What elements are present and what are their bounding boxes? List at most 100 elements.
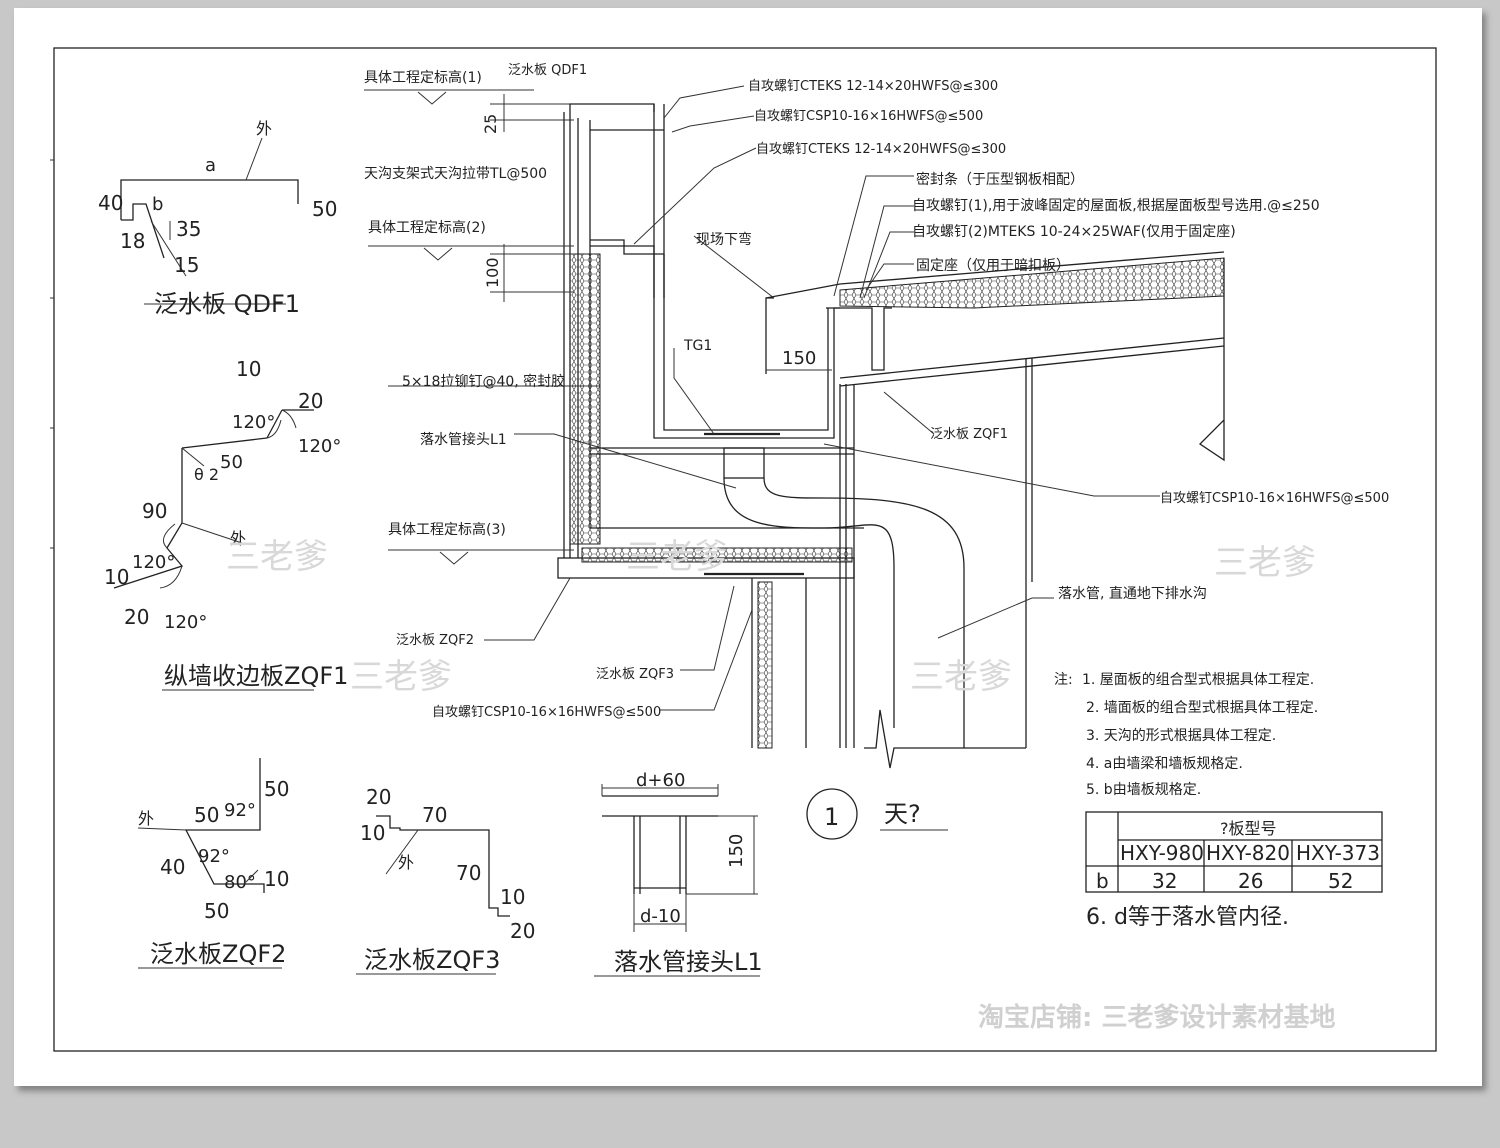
table-col-1: HXY-980 bbox=[1120, 841, 1204, 865]
label-rivet: 5×18拉铆钉@40, 密封胶 bbox=[402, 373, 565, 390]
notes-prefix: 注: bbox=[1054, 672, 1073, 688]
label-elevation-3: 具体工程定标高(3) bbox=[388, 521, 506, 538]
table-header: ?板型号 bbox=[1220, 819, 1277, 838]
zqf1-angle-120c: 120° bbox=[132, 552, 175, 573]
label-screw-5: 自攻螺钉CSP10-16×16HWFS@≤500 bbox=[432, 705, 661, 720]
label-zqf3-tag: 泛水板 ZQF3 bbox=[596, 667, 674, 682]
watermark-3: 三老爹 bbox=[626, 537, 728, 577]
label-screw-b: 自攻螺钉(2)MTEKS 10-24×25WAF(仅用于固定座) bbox=[912, 224, 1236, 240]
zqf2-dim-50a: 50 bbox=[194, 803, 219, 827]
note-2: 2. 墙面板的组合型式根据具体工程定. bbox=[1086, 700, 1318, 716]
label-site-bend: 现场下弯 bbox=[696, 231, 752, 248]
qdf1-dim-a: a bbox=[205, 155, 216, 176]
zqf1-theta: θ 2 bbox=[194, 465, 219, 484]
main-section: 25 100 bbox=[364, 63, 1389, 840]
dim-150: 150 bbox=[782, 348, 816, 369]
zqf3-profile: 20 10 70 外 70 10 20 泛水板ZQF3 bbox=[356, 785, 535, 975]
zqf1-outer-label: 外 bbox=[230, 529, 246, 548]
zqf1-dim-20b: 20 bbox=[124, 605, 149, 629]
dim-25: 25 bbox=[481, 114, 500, 134]
label-screw-3: 自攻螺钉CTEKS 12-14×20HWFS@≤300 bbox=[756, 142, 1006, 157]
zqf1-title: 纵墙收边板ZQF1 bbox=[164, 662, 348, 690]
note-5: 5. b由墙板规格定. bbox=[1086, 782, 1201, 798]
l1-profile: d+60 150 d-10 落水管接头L1 bbox=[594, 770, 763, 977]
zqf2-dim-10: 10 bbox=[264, 867, 289, 891]
note-4: 4. a由墙梁和墙板规格定. bbox=[1086, 756, 1243, 772]
zqf3-title: 泛水板ZQF3 bbox=[364, 946, 500, 974]
label-screw-4: 自攻螺钉CSP10-16×16HWFS@≤500 bbox=[1160, 491, 1389, 506]
zqf3-dim-70a: 70 bbox=[422, 803, 447, 827]
table-value-2: 26 bbox=[1238, 869, 1263, 893]
l1-dim-bottom: d-10 bbox=[640, 906, 681, 927]
label-zqf2-tag: 泛水板 ZQF2 bbox=[396, 633, 474, 648]
note-3: 3. 天沟的形式根据具体工程定. bbox=[1086, 728, 1276, 744]
zqf1-angle-120d: 120° bbox=[164, 612, 207, 633]
qdf1-dim-b: b bbox=[152, 194, 163, 215]
zqf1-dim-90: 90 bbox=[142, 499, 167, 523]
l1-dim-top: d+60 bbox=[636, 770, 685, 791]
zqf2-dim-40: 40 bbox=[160, 855, 185, 879]
zqf1-dim-20a: 20 bbox=[298, 389, 323, 413]
label-downpipe: 落水管, 直通地下排水沟 bbox=[1058, 585, 1207, 602]
note-1: 1. 屋面板的组合型式根据具体工程定. bbox=[1082, 672, 1314, 688]
zqf2-title: 泛水板ZQF2 bbox=[150, 940, 286, 968]
zqf3-dim-20b: 20 bbox=[510, 919, 535, 943]
label-elevation-2: 具体工程定标高(2) bbox=[368, 219, 486, 236]
detail-number: 1 bbox=[824, 803, 839, 831]
qdf1-dim-15: 15 bbox=[174, 253, 199, 277]
zqf3-dim-10a: 10 bbox=[360, 821, 385, 845]
label-screw-a: 自攻螺钉(1),用于波峰固定的屋面板,根据屋面板型号选用.@≤250 bbox=[912, 198, 1320, 214]
zqf1-profile: 10 20 120° 120° θ 2 50 90 外 120° 10 20 1… bbox=[104, 357, 348, 691]
zqf1-angle-120a: 120° bbox=[232, 412, 275, 433]
zqf3-dim-20a: 20 bbox=[366, 785, 391, 809]
l1-title: 落水管接头L1 bbox=[614, 948, 763, 976]
drawing-border bbox=[53, 47, 1437, 1052]
qdf1-profile: 外 a b 40 50 35 18 15 泛水板 QDF1 bbox=[98, 119, 337, 318]
label-pipe-joint: 落水管接头L1 bbox=[420, 431, 507, 448]
zqf2-angle-92b: 92° bbox=[198, 846, 230, 867]
zqf2-angle-92a: 92° bbox=[224, 800, 256, 821]
watermark-1: 三老爹 bbox=[226, 537, 328, 577]
zqf1-dim-10b: 10 bbox=[104, 565, 129, 589]
label-qdf1-tag: 泛水板 QDF1 bbox=[508, 63, 587, 78]
note-6: 6. d等于落水管内径. bbox=[1086, 905, 1289, 930]
zqf3-dim-10b: 10 bbox=[500, 885, 525, 909]
zqf2-dim-50c: 50 bbox=[204, 899, 229, 923]
l1-dim-height: 150 bbox=[726, 834, 747, 868]
qdf1-dim-40: 40 bbox=[98, 191, 123, 215]
label-zqf1-tag: 泛水板 ZQF1 bbox=[930, 427, 1008, 442]
dim-100: 100 bbox=[483, 257, 502, 288]
panel-table: ?板型号 HXY-980 HXY-820 HXY-373 b 32 26 52 bbox=[1085, 811, 1383, 893]
watermark-5: 三老爹 bbox=[1214, 543, 1316, 583]
label-screw-1: 自攻螺钉CTEKS 12-14×20HWFS@≤300 bbox=[748, 79, 998, 94]
label-seal-strip: 密封条（于压型钢板相配） bbox=[916, 171, 1084, 188]
zqf2-profile: 外 50 92° 50 92° 40 80° 10 50 泛水板ZQF2 bbox=[137, 758, 289, 969]
qdf1-dim-50: 50 bbox=[312, 197, 337, 221]
cad-drawing: 外 a b 40 50 35 18 15 泛水板 QDF1 10 20 120°… bbox=[50, 47, 1437, 1052]
table-row-label: b bbox=[1096, 869, 1109, 893]
table-value-3: 52 bbox=[1328, 869, 1353, 893]
zqf2-angle-80: 80° bbox=[224, 872, 256, 893]
table-col-3: HXY-373 bbox=[1296, 841, 1380, 865]
detail-title: 天? bbox=[884, 800, 921, 828]
notes: 注: 1. 屋面板的组合型式根据具体工程定. 2. 墙面板的组合型式根据具体工程… bbox=[1054, 672, 1318, 930]
zqf3-outer-label: 外 bbox=[398, 853, 414, 872]
zqf1-dim-50: 50 bbox=[220, 452, 243, 473]
label-screw-2: 自攻螺钉CSP10-16×16HWFS@≤500 bbox=[754, 109, 983, 124]
zqf2-dim-50b: 50 bbox=[264, 777, 289, 801]
zqf1-dim-10a: 10 bbox=[236, 357, 261, 381]
label-tg1: TG1 bbox=[683, 338, 712, 354]
table-col-2: HXY-820 bbox=[1206, 841, 1290, 865]
qdf1-dim-18: 18 bbox=[120, 229, 145, 253]
detail-circle bbox=[806, 788, 858, 840]
label-elevation-1: 具体工程定标高(1) bbox=[364, 69, 482, 86]
label-gutter-strap: 天沟支架式天沟拉带TL@500 bbox=[364, 166, 547, 182]
zqf2-outer-label: 外 bbox=[138, 809, 154, 828]
watermark-2: 三老爹 bbox=[350, 657, 452, 697]
drawing-sheet: 外 a b 40 50 35 18 15 泛水板 QDF1 10 20 120°… bbox=[14, 8, 1482, 1086]
qdf1-title: 泛水板 QDF1 bbox=[154, 290, 300, 318]
label-fixing-seat: 固定座（仅用于暗扣板） bbox=[916, 258, 1070, 274]
watermark-shop: 淘宝店铺: 三老爹设计素材基地 bbox=[978, 1002, 1335, 1033]
table-value-1: 32 bbox=[1152, 869, 1177, 893]
zqf1-angle-120b: 120° bbox=[298, 436, 341, 457]
